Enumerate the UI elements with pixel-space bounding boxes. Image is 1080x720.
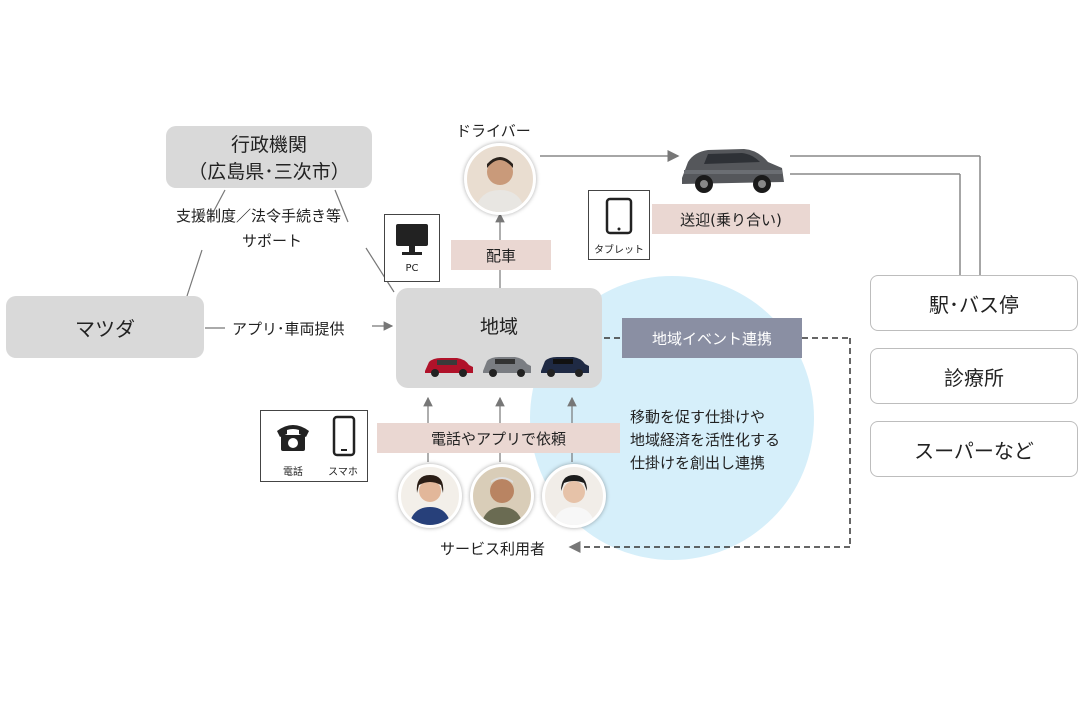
user-avatar-1	[398, 464, 462, 528]
pickup-car-icon	[682, 149, 784, 193]
government-subtitle: （広島県･三次市）	[188, 161, 350, 183]
user-avatar-3	[542, 464, 606, 528]
telephone-icon	[277, 425, 309, 451]
mazda-box: マツダ	[6, 296, 204, 358]
pc-label: PC	[405, 263, 419, 274]
driver-avatar	[464, 143, 536, 215]
dispatch-box: 配車	[451, 240, 551, 270]
support-text-line2: サポート	[242, 232, 303, 250]
place-supermarket-label: スーパーなど	[914, 438, 1034, 463]
region-label: 地域	[479, 316, 518, 338]
mazda-label: マツダ	[75, 316, 135, 341]
pickup-label: 送迎(乗り合い)	[680, 210, 782, 229]
phone-label: 電話	[283, 467, 303, 478]
region-box: 地域	[396, 288, 602, 388]
request-label: 電話やアプリで依頼	[430, 429, 566, 448]
user-avatar-2	[470, 464, 534, 528]
place-supermarket: スーパーなど	[870, 421, 1078, 477]
monitor-icon	[396, 224, 428, 255]
government-title: 行政機関	[230, 134, 307, 156]
event-box: 地域イベント連携	[622, 318, 802, 358]
tablet-device-box: タブレット	[588, 190, 650, 260]
person-icon	[481, 477, 523, 525]
event-label: 地域イベント連携	[651, 329, 772, 348]
tablet-icon	[605, 197, 633, 235]
smartphone-icon	[332, 415, 356, 457]
request-box: 電話やアプリで依頼	[377, 423, 620, 453]
dispatch-label: 配車	[485, 246, 516, 265]
mechanism-line1: 移動を促す仕掛けや	[630, 408, 766, 426]
region-cars-icon	[425, 357, 589, 377]
person-icon	[475, 157, 525, 212]
users-label: サービス利用者	[440, 540, 546, 558]
place-clinic: 診療所	[870, 348, 1078, 404]
mechanism-line2: 地域経済を活性化する	[630, 431, 781, 449]
pc-device-box: PC	[384, 214, 440, 282]
driver-label: ドライバー	[456, 122, 531, 140]
place-station: 駅･バス停	[870, 275, 1078, 331]
support-text-line1: 支援制度／法令手続き等	[176, 207, 342, 225]
mechanism-line3: 仕掛けを創出し連携	[630, 454, 766, 472]
government-box: 行政機関 （広島県･三次市）	[166, 126, 372, 188]
phone-device-box: 電話 スマホ	[260, 410, 368, 482]
provide-label: アプリ･車両提供	[232, 320, 345, 338]
person-icon	[409, 475, 451, 525]
pickup-box: 送迎(乗り合い)	[652, 204, 810, 234]
smartphone-label: スマホ	[328, 467, 358, 478]
person-icon	[553, 475, 595, 525]
tablet-label: タブレット	[594, 245, 644, 256]
place-station-label: 駅･バス停	[929, 292, 1019, 317]
place-clinic-label: 診療所	[944, 365, 1004, 390]
